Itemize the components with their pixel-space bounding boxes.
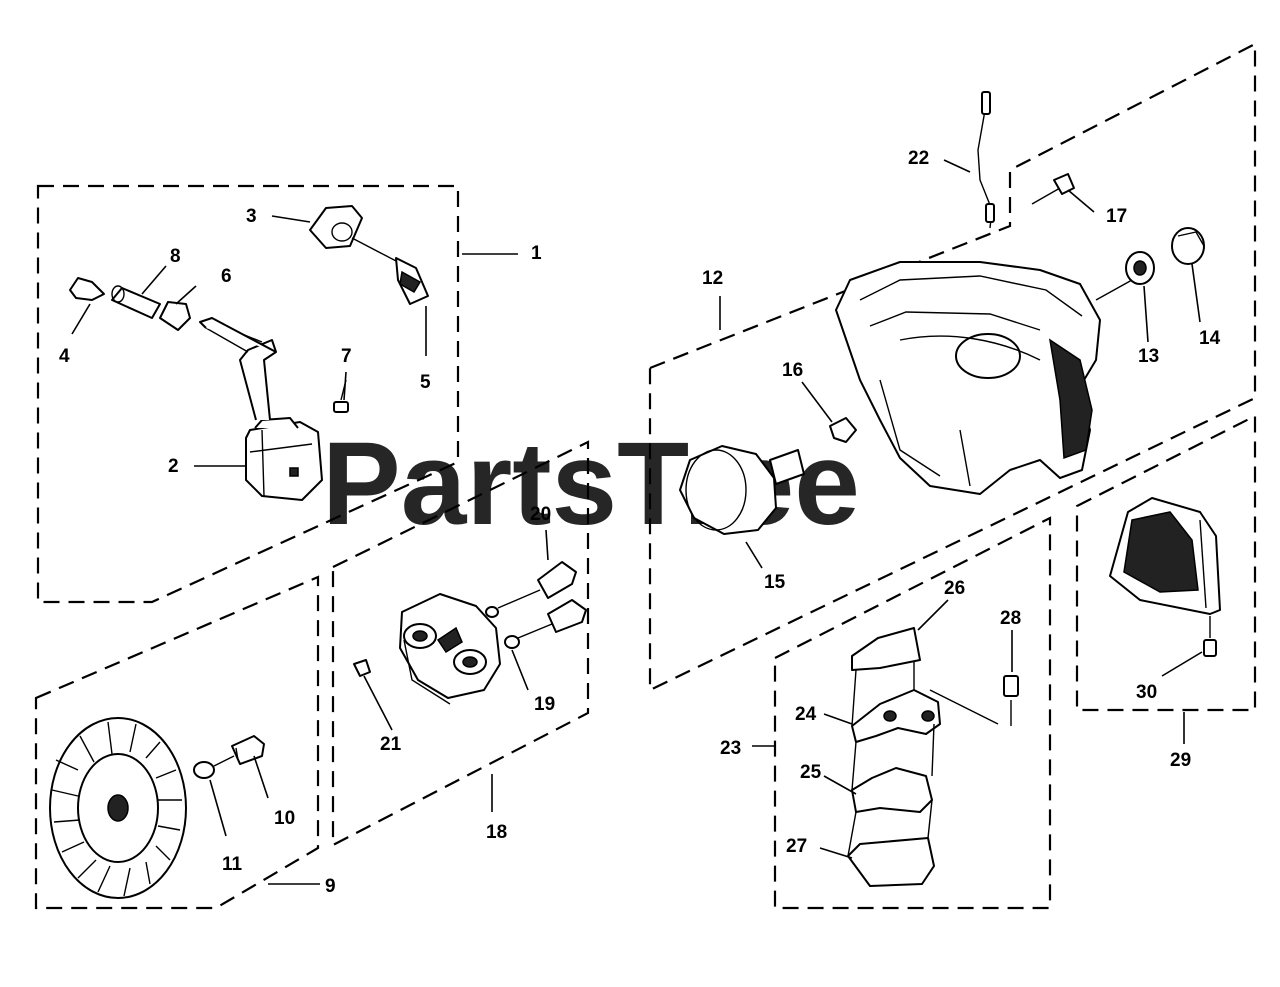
callout-7: 7 [341, 346, 352, 367]
clutch-washers [485, 606, 520, 649]
callout-16: 16 [782, 360, 803, 381]
callout-26: 26 [944, 578, 965, 599]
callout-5: 5 [420, 372, 431, 393]
flywheel [49, 717, 187, 899]
cover-screw [1203, 616, 1217, 657]
ignition-module [199, 317, 323, 501]
callout-24: 24 [795, 704, 817, 725]
callout-6: 6 [221, 266, 232, 287]
callout-4: 4 [59, 346, 70, 367]
callout-29: 29 [1170, 750, 1191, 771]
ground-wire [977, 91, 995, 229]
group-box-handle [773, 516, 1052, 910]
wire-sleeve [111, 285, 161, 319]
watermark: PartsTree [322, 418, 860, 550]
clutch-assembly [399, 593, 501, 705]
grommet [159, 301, 191, 331]
starter-pawl [1095, 251, 1155, 301]
callout-27: 27 [786, 836, 807, 857]
callout-20: 20 [530, 504, 551, 525]
callout-18: 18 [486, 822, 507, 843]
housing-screw [1031, 173, 1075, 205]
callout-15: 15 [764, 572, 786, 593]
callout-12: 12 [702, 268, 723, 289]
callout-8: 8 [170, 246, 181, 267]
callout-17: 17 [1106, 206, 1127, 227]
fan-drum [679, 445, 805, 535]
handle-assembly-lines [847, 662, 999, 857]
flywheel-nut [213, 735, 265, 767]
starter-spring [1171, 227, 1205, 265]
callout-11: 11 [222, 854, 243, 875]
group-box-clutch [331, 440, 590, 847]
handle-upper-clamp [851, 627, 921, 671]
callout-13: 13 [1138, 346, 1159, 367]
shroud-cover [1109, 497, 1221, 615]
retaining-clip [829, 417, 857, 443]
clutch-washer [353, 659, 371, 677]
group-box-cover [1075, 414, 1257, 712]
callout-9: 9 [325, 876, 336, 897]
fan-housing [835, 261, 1101, 495]
handle-lower-clamp [851, 689, 941, 743]
callout-30: 30 [1136, 682, 1157, 703]
group-box-ignition [36, 184, 460, 604]
callout-23: 23 [720, 738, 741, 759]
shoulder-bolt [497, 561, 587, 639]
callout-1: 1 [531, 243, 542, 264]
callout-21: 21 [380, 734, 402, 755]
callout-2: 2 [168, 456, 179, 477]
leader-lines [71, 159, 1203, 885]
callout-14: 14 [1199, 328, 1221, 349]
handle-bolt [1003, 675, 1019, 726]
lock-washer [193, 761, 215, 779]
callout-10: 10 [274, 808, 295, 829]
terminal-clip [69, 277, 105, 301]
group-box-housing [648, 42, 1257, 692]
mounting-screw [333, 379, 349, 413]
spark-plug-boot [309, 205, 363, 249]
handle-base [847, 837, 935, 887]
callout-19: 19 [534, 694, 555, 715]
spark-plug [351, 237, 429, 305]
callout-3: 3 [246, 206, 257, 227]
handle-bracket [851, 767, 933, 813]
callout-28: 28 [1000, 608, 1021, 629]
callout-22: 22 [908, 148, 929, 169]
group-box-flywheel [34, 575, 320, 910]
callout-25: 25 [800, 762, 822, 783]
